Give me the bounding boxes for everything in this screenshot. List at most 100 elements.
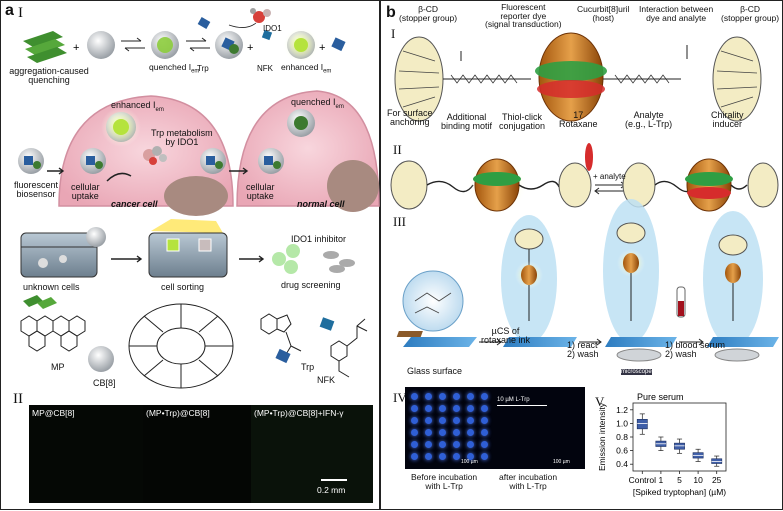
after-incubation-label: after incubation with L-Trp <box>499 472 558 491</box>
panel-b-letter: b <box>386 4 396 21</box>
fluorescent-biosensor-label: fluorescent biosensor <box>13 180 59 199</box>
y-tick-label: 0.6 <box>616 446 628 456</box>
nfk-label: NFK <box>257 64 273 73</box>
incubation-arrow-label: 10 µM L-Trp <box>497 397 530 403</box>
array-spot <box>453 453 460 460</box>
y-axis-label: Emission intensity <box>597 402 607 471</box>
beta-cd-right <box>712 36 762 122</box>
mp-green-icon <box>23 295 57 309</box>
glass-surface-label: Glass surface <box>407 366 463 376</box>
react-wash-label: 1) react 2) wash <box>567 340 599 359</box>
scalebar-line <box>321 479 347 481</box>
array-spot <box>425 417 432 424</box>
array-spot <box>411 393 418 400</box>
capsule-1 <box>501 215 557 343</box>
y-tick-label: 1.0 <box>616 418 628 428</box>
micrograph-3-label: (MP•Trp)@CB[8]+IFN-γ <box>254 408 344 418</box>
cb8-sphere <box>87 31 115 59</box>
array-spot <box>439 429 446 436</box>
normal-cell-label: normal cell <box>297 199 345 209</box>
panel-a-section-i: I <box>18 5 23 21</box>
micrograph-2: (MP•Trp)@CB[8] <box>143 405 251 503</box>
box <box>636 419 648 430</box>
quenched-iem-label: quenched Iem <box>291 97 344 110</box>
incubation-arrow <box>497 405 547 406</box>
nfk-blue-icon <box>319 317 335 331</box>
array-spot <box>453 429 460 436</box>
panel-b-section-i: I <box>391 26 396 41</box>
trp-metabolism-label: Trp metabolism by IDO1 <box>151 128 213 147</box>
panel-b: b <box>380 0 783 510</box>
x-tick-label: Control <box>629 475 657 485</box>
micrograph-2-label: (MP•Trp)@CB[8] <box>146 408 210 418</box>
capsule-3 <box>703 211 763 347</box>
cucurbituril-label: Cucurbit[8]uril (host) <box>577 4 630 23</box>
array-spot <box>481 441 488 448</box>
suitcase-unknown-cells <box>20 232 98 278</box>
zoom-bubble <box>402 270 464 332</box>
chirality-label: Chirality inducer <box>711 110 744 129</box>
array-spot <box>439 441 446 448</box>
x-tick-label: 1 <box>659 475 664 485</box>
micrograph-1-label: MP@CB[8] <box>32 408 75 418</box>
array-spot <box>467 453 474 460</box>
cb8-structure <box>128 303 234 389</box>
svg-text:+: + <box>319 42 325 54</box>
cucurbituril-barrel <box>535 32 607 122</box>
cb8-label: CB[8] <box>93 378 116 388</box>
array-spot <box>439 405 446 412</box>
array-spot <box>425 405 432 412</box>
y-tick-label: 0.8 <box>616 432 628 442</box>
array-spot <box>467 405 474 412</box>
array-spot <box>411 453 418 460</box>
x-axis-label: [Spiked tryptophan] (µM) <box>633 487 726 497</box>
cellular-uptake-label-1: cellular uptake <box>71 182 100 201</box>
panel-a-section-ii: II <box>13 391 23 407</box>
panel-a-letter: a <box>5 2 14 19</box>
mp-structure <box>20 315 86 352</box>
array-spot <box>481 417 488 424</box>
cb8-gray-icon <box>88 346 114 372</box>
enhanced-iem-label: enhanced Iem <box>111 100 164 113</box>
quenched-label: quenched Iem <box>149 62 200 75</box>
array-spot <box>411 441 418 448</box>
aggregated-dye-stack <box>23 31 67 63</box>
surface-anchoring-label: For surface anchoring <box>387 108 433 127</box>
enhanced-label: enhanced Iem <box>281 62 332 75</box>
micrograph-1: MP@CB[8] <box>29 405 143 503</box>
before-incubation-label: Before incubation with L-Trp <box>411 472 478 491</box>
x-tick-label: 5 <box>677 475 682 485</box>
blood-vial <box>676 286 686 318</box>
interaction-label: Interaction between dye and analyte <box>639 4 714 23</box>
trp-icon <box>197 17 211 29</box>
array-spot <box>453 393 460 400</box>
array-spot <box>481 453 488 460</box>
analyte-ellipse <box>585 143 593 171</box>
plus-analyte-label: + analyte <box>593 172 626 181</box>
array-spot <box>467 393 474 400</box>
fluorescence-array-before <box>405 387 493 469</box>
cancer-cell <box>58 95 234 216</box>
trp-label: Trp <box>197 64 209 73</box>
chart-title: Pure serum <box>637 392 684 402</box>
fluorescence-array-after: 10 µM L-Trp 100 µm <box>493 387 585 469</box>
nfk-structure-label: NFK <box>317 375 335 385</box>
ido1-protein-icon <box>250 8 271 23</box>
scale-label-after: 100 µm <box>553 459 570 465</box>
svg-text:+: + <box>73 42 79 54</box>
micrograph-3: (MP•Trp)@CB[8]+IFN-γ 0.2 mm <box>251 405 373 503</box>
panel-b-section-iv: IV <box>393 390 407 405</box>
svg-text:+: + <box>247 42 253 54</box>
array-spot <box>467 441 474 448</box>
array-spot <box>425 393 432 400</box>
x-tick-label: 10 <box>693 475 703 485</box>
bcd-left-label: β-CD (stopper group) <box>399 4 458 23</box>
array-spot <box>439 393 446 400</box>
reporter-dye-label: Fluorescent reporter dye (signal transdu… <box>485 2 562 29</box>
ucs-label: µCS of rotaxane ink <box>481 326 531 345</box>
nfk-structure <box>330 318 368 378</box>
microscope-dish <box>616 348 760 362</box>
bcd-right-label: β-CD (stopper group) <box>721 4 780 23</box>
binding-motif-label: Additional binding motif <box>441 112 493 131</box>
